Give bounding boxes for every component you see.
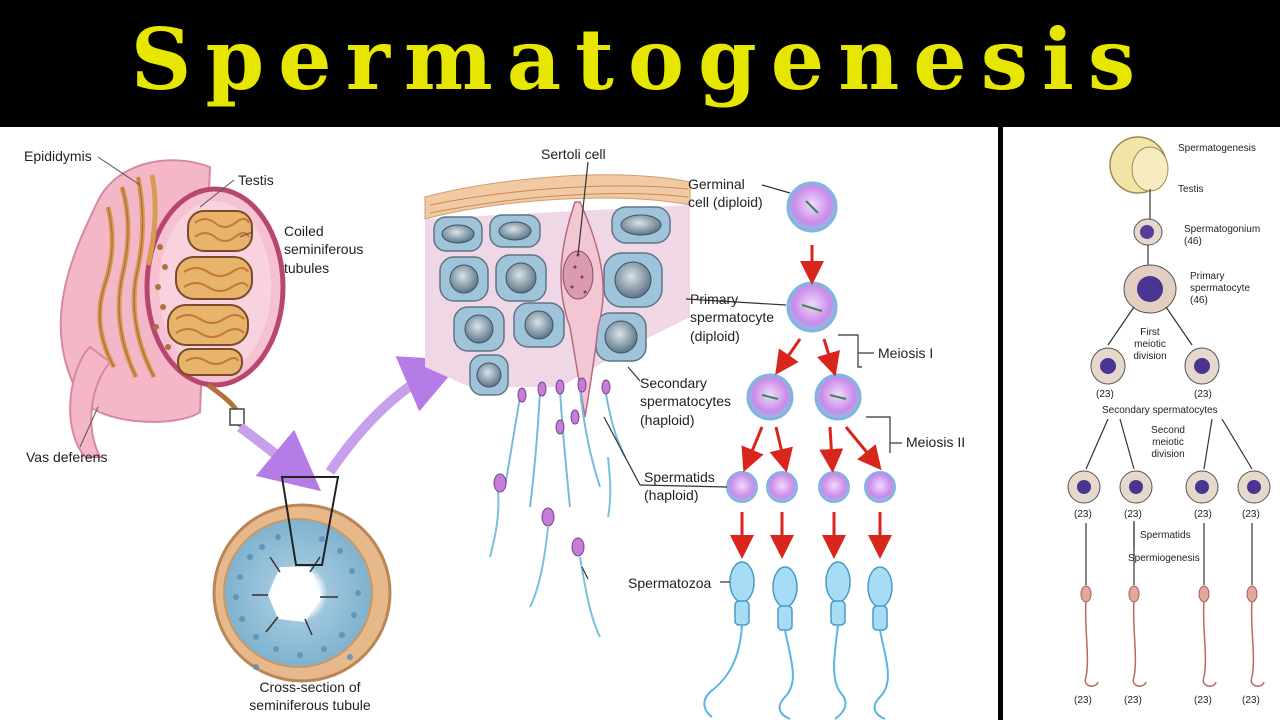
- red-arrows: [730, 245, 892, 559]
- label-seminiferous: seminiferous: [284, 241, 364, 257]
- center-leader-lines: [577, 161, 902, 583]
- label-primary: Primary: [690, 291, 739, 307]
- right-label-testis: Testis: [1178, 184, 1204, 195]
- right-label-spermiogenesis: Spermiogenesis: [1128, 553, 1200, 564]
- label-secondary: Secondary: [640, 375, 707, 391]
- label-sertoli-cell: Sertoli cell: [541, 146, 606, 162]
- right-count-spermatid-1: (23): [1074, 509, 1092, 520]
- right-count-secondary-left: (23): [1096, 389, 1114, 400]
- label-vas-deferens: Vas deferens: [26, 449, 108, 465]
- right-label-division-1: division: [1133, 351, 1167, 362]
- label-testis: Testis: [238, 172, 274, 188]
- right-label-primary: Primary: [1190, 271, 1225, 282]
- label-spermatids: Spermatids: [644, 469, 715, 485]
- diagram-illustration: [59, 136, 1271, 720]
- diagram-area: Epididymis Testis Coiled seminiferous tu…: [0, 127, 1280, 720]
- right-label-meiotic-2: meiotic: [1152, 437, 1184, 448]
- right-label-secondary: Secondary spermatocytes: [1102, 405, 1218, 416]
- label-coiled: Coiled: [284, 223, 324, 239]
- left-leader-lines: [79, 156, 253, 448]
- right-count-sperm-4: (23): [1242, 695, 1260, 706]
- right-count-secondary-right: (23): [1194, 389, 1212, 400]
- label-spermatocyte: spermatocyte: [690, 309, 775, 325]
- right-count-sperm-3: (23): [1194, 695, 1212, 706]
- cell-sequence: [703, 181, 896, 720]
- label-tubules: tubules: [284, 260, 330, 276]
- label-spermatocytes: spermatocytes: [640, 393, 732, 409]
- title-banner: Spermatogenesis: [0, 0, 1280, 127]
- right-label-first: First: [1140, 327, 1160, 338]
- right-count-sperm-2: (23): [1124, 695, 1142, 706]
- label-spermatids-haploid: (haploid): [644, 487, 699, 503]
- label-germinal: Germinal: [688, 176, 745, 192]
- right-count-spermatid-3: (23): [1194, 509, 1212, 520]
- right-heading: Spermatogenesis: [1178, 143, 1256, 154]
- right-count-sperm-1: (23): [1074, 695, 1092, 706]
- right-label-meiotic-1: meiotic: [1134, 339, 1166, 350]
- right-label-spermatocyte: spermatocyte: [1190, 283, 1251, 294]
- label-seminiferous-tubule: seminiferous tubule: [249, 697, 371, 713]
- right-label-second: Second: [1151, 425, 1185, 436]
- right-count-spermatid-4: (23): [1242, 509, 1260, 520]
- label-secondary-haploid: (haploid): [640, 412, 695, 428]
- label-germinal-diploid: cell (diploid): [688, 194, 763, 210]
- testis-illustration: [59, 159, 286, 458]
- right-count-spermatid-2: (23): [1124, 509, 1142, 520]
- label-cross-section: Cross-section of: [259, 679, 361, 695]
- label-primary-diploid: (diploid): [690, 328, 740, 344]
- right-label-primary-count: (46): [1190, 295, 1208, 306]
- right-label-spermatids: Spermatids: [1140, 530, 1191, 541]
- right-label-spermatogonium-count: (46): [1184, 236, 1202, 247]
- panel-divider: [998, 127, 1003, 720]
- right-schematic: [1067, 136, 1271, 687]
- label-meiosis-2: Meiosis II: [906, 434, 966, 450]
- tubule-wall-illustration: [424, 174, 691, 638]
- cross-section-illustration: [212, 476, 392, 683]
- label-epididymis: Epididymis: [24, 148, 92, 164]
- label-meiosis-1: Meiosis I: [878, 345, 934, 361]
- right-label-division-2: division: [1151, 449, 1185, 460]
- label-spermatozoa: Spermatozoa: [628, 575, 712, 591]
- page-title: Spermatogenesis: [130, 9, 1150, 109]
- spermatozoa-row: [703, 561, 893, 720]
- right-label-spermatogonium: Spermatogonium: [1184, 224, 1261, 235]
